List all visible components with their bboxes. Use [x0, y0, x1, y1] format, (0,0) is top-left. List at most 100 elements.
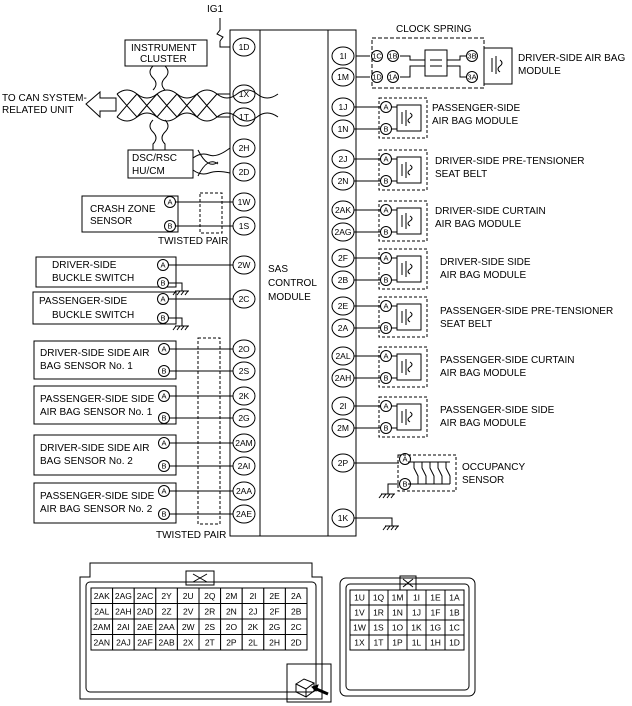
pin-2a: 2A	[331, 318, 355, 338]
driver-side-2-pin-b-label: B	[161, 462, 166, 471]
passenger-air-bag-label-2: AIR BAG MODULE	[432, 116, 518, 127]
pin-2j-label: 2J	[339, 154, 348, 164]
passenger-side-2-pin-b: B	[158, 508, 170, 520]
terminal-2ae: 2AE	[137, 622, 153, 632]
passenger-side-air-bag-squib-icon	[401, 409, 413, 425]
passenger-side-sensor-1-label-2: AIR BAG SENSOR No. 1	[40, 407, 153, 418]
driver-side-sensor-2-label-2: BAG SENSOR No. 2	[40, 456, 133, 467]
sas-module-inner-frame	[259, 29, 329, 537]
pin-1j-label: 1J	[339, 102, 348, 112]
terminal-2z: 2Z	[162, 606, 172, 616]
instrument-cluster-label-2: CLUSTER	[140, 54, 187, 65]
clock-spring-pin-3b-label: 3B	[467, 52, 476, 61]
pin-1d: 1D	[232, 37, 256, 57]
pin-2f: 2F	[331, 248, 355, 268]
terminal-2ai: 2AI	[117, 622, 130, 632]
pin-1s-label: 1S	[239, 221, 250, 231]
can-system-label-2: RELATED UNIT	[2, 105, 74, 116]
terminal-2ak: 2AK	[94, 591, 110, 601]
occupancy-sensor-pin-b-label: B	[402, 480, 407, 489]
driver-curtain-pin-b: B	[380, 226, 392, 238]
passenger-buckle-pin-a-label: A	[160, 295, 165, 304]
pin-2am: 2AM	[232, 433, 256, 453]
terminal-2e: 2E	[269, 591, 280, 601]
can-system-arrow-icon	[85, 90, 117, 119]
pin-2b-label: 2B	[338, 275, 349, 285]
driver-pretensioner-module: AB	[354, 149, 428, 191]
can-bus-wiring	[116, 65, 279, 177]
pin-2m-label: 2M	[337, 423, 349, 433]
pin-2ak: 2AK	[331, 200, 355, 220]
terminal-2s: 2S	[205, 622, 216, 632]
pin-2o: 2O	[232, 339, 256, 359]
driver-side-1-pin-a-label: A	[161, 345, 166, 354]
clock-spring-box	[371, 37, 485, 89]
pin-2w-label: 2W	[238, 260, 251, 270]
ground-icon	[378, 493, 395, 499]
passenger-side-2-pin-b-label: B	[161, 510, 166, 519]
pin-2ak-label: 2AK	[335, 205, 351, 215]
driver-side-air-bag-pin-a-label: A	[383, 254, 388, 263]
passenger-side-2-pin-a: A	[158, 485, 170, 497]
terminal-1l: 1L	[412, 638, 422, 648]
terminal-2x: 2X	[183, 637, 194, 647]
passenger-side-sensor-2-box	[33, 482, 177, 524]
passenger-buckle-switch-label-2: BUCKLE SWITCH	[52, 310, 134, 321]
clock-spring-pin-3b: 3B	[466, 50, 478, 62]
driver-side-air-bag-pin-b: B	[380, 274, 392, 286]
pin-2e-label: 2E	[338, 301, 349, 311]
driver-pretensioner-pin-a: A	[380, 153, 392, 165]
pin-2c: 2C	[232, 289, 256, 309]
crash-zone-sensor-label-1: CRASH ZONE	[90, 204, 156, 215]
driver-pretensioner-pin-a-label: A	[383, 155, 388, 164]
dsc-hu-label-1: DSC/RSC	[132, 153, 177, 164]
twisted-pair-label-2: TWISTED PAIR	[156, 530, 226, 541]
pin-2n: 2N	[331, 171, 355, 191]
clock-spring-pin-1d: 1D	[371, 71, 383, 83]
passenger-side-air-bag-pin-a: A	[380, 400, 392, 412]
driver-side-2-pin-a-label: A	[161, 439, 166, 448]
passenger-air-bag-pin-a: A	[380, 101, 392, 113]
pin-2n-label: 2N	[338, 176, 349, 186]
pin-2aa: 2AA	[232, 481, 256, 501]
passenger-curtain-pin-b-label: B	[383, 374, 388, 383]
passenger-pretensioner-pin-b-label: B	[383, 324, 388, 333]
terminal-2aj: 2AJ	[116, 637, 131, 647]
passenger-side-1-pin-a: A	[158, 390, 170, 402]
passenger-buckle-switch-box	[32, 291, 177, 325]
terminal-2n: 2N	[226, 606, 237, 616]
pin-2i: 2I	[331, 396, 355, 416]
passenger-side-2-pin-a-label: A	[161, 487, 166, 496]
terminal-2t: 2T	[205, 637, 215, 647]
driver-pretensioner-pin-b: B	[380, 175, 392, 187]
pin-1m: 1M	[331, 67, 355, 87]
passenger-curtain-squib-icon	[401, 359, 413, 375]
driver-buckle-pin-a: A	[157, 259, 169, 271]
pin-2ae-label: 2AE	[236, 509, 252, 519]
driver-side-sensor-1-label-2: BAG SENSOR No. 1	[40, 361, 133, 372]
pin-1x: 1X	[232, 84, 256, 104]
passenger-curtain-label-1: PASSENGER-SIDE CURTAIN	[440, 355, 574, 366]
driver-air-bag-label-1: DRIVER-SIDE AIR BAG	[518, 53, 625, 64]
terminal-2q: 2Q	[204, 591, 216, 601]
occupancy-sensor-label-2: SENSOR	[462, 475, 504, 486]
dsc-hu-label-2: HU/CM	[132, 166, 165, 177]
terminal-2d: 2D	[291, 637, 302, 647]
terminal-2b: 2B	[291, 606, 302, 616]
passenger-pretensioner-pin-b: B	[380, 322, 392, 334]
passenger-side-air-bag-label-1: PASSENGER-SIDE SIDE	[440, 405, 555, 416]
terminal-1w: 1W	[353, 623, 366, 633]
driver-curtain-pin-a: A	[380, 204, 392, 216]
ig1-feed	[216, 18, 230, 48]
driver-pretensioner-squib-icon	[401, 162, 413, 178]
terminal-2ag: 2AG	[115, 591, 132, 601]
passenger-curtain-module: AB	[354, 346, 428, 388]
connector-1-outline	[339, 575, 476, 697]
passenger-side-1-pin-b: B	[158, 412, 170, 424]
driver-side-sensor-1-label-1: DRIVER-SIDE SIDE AIR	[40, 348, 149, 359]
pin-2m: 2M	[331, 418, 355, 438]
terminal-2j: 2J	[249, 606, 258, 616]
